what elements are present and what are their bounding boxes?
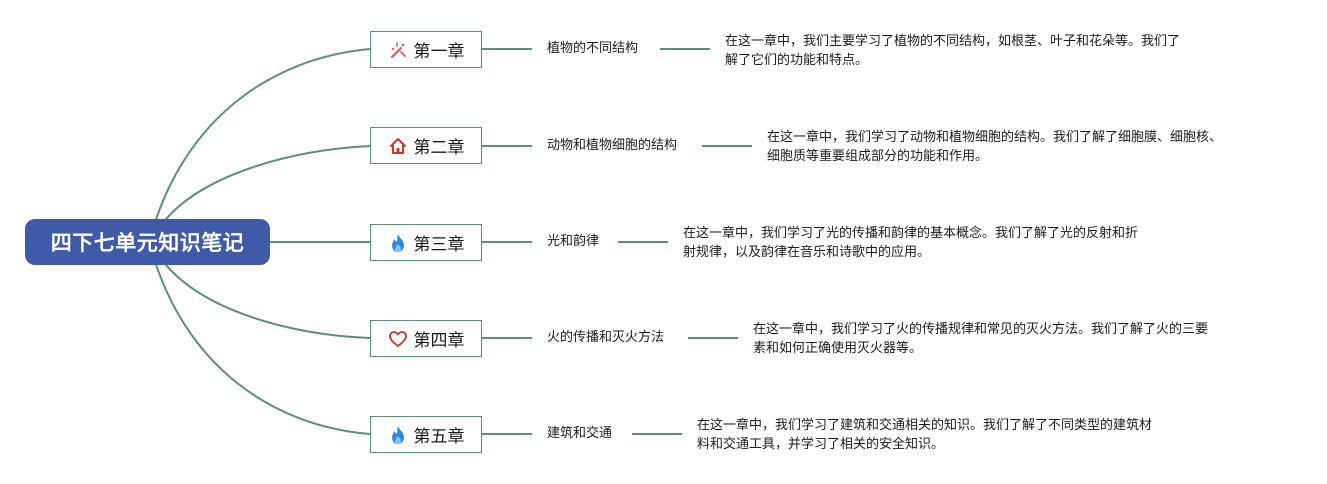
- description-2: 在这一章中，我们学习了动物和植物细胞的结构。我们了解了细胞膜、细胞核、 细胞质等…: [767, 128, 1222, 166]
- description-line: 在这一章中，我们学习了火的传播规律和常见的灭火方法。我们了解了火的三要: [753, 322, 1209, 337]
- topic-1[interactable]: 植物的不同结构: [547, 41, 639, 56]
- heart-icon: [388, 329, 408, 349]
- home-icon: [388, 136, 408, 156]
- root-title: 四下七单元知识笔记: [50, 231, 245, 255]
- description-3: 在这一章中，我们学习了光的传播和韵律的基本概念。我们了解了光的反射和折 射规律，…: [683, 224, 1138, 262]
- description-5: 在这一章中，我们学习了建筑和交通相关的知识。我们了解了不同类型的建筑材 料和交通…: [697, 416, 1152, 454]
- description-line: 在这一章中，我们学习了建筑和交通相关的知识。我们了解了不同类型的建筑材: [697, 418, 1153, 433]
- root-node[interactable]: 四下七单元知识笔记: [25, 219, 270, 265]
- description-line: 在这一章中，我们学习了光的传播和韵律的基本概念。我们了解了光的反射和折: [683, 226, 1139, 241]
- chapter-node-2[interactable]: 第二章: [370, 127, 482, 164]
- chapter-label: 第三章: [413, 235, 465, 255]
- chapter-node-5[interactable]: 第五章: [370, 416, 482, 453]
- topic-5[interactable]: 建筑和交通: [547, 426, 613, 441]
- chapter-node-4[interactable]: 第四章: [370, 320, 482, 357]
- connector-root-ch5: [151, 251, 371, 435]
- description-line: 素和如何正确使用灭火器等。: [753, 341, 923, 356]
- fire-icon: [388, 233, 408, 253]
- topic-3[interactable]: 光和韵律: [547, 234, 600, 249]
- sparkle-icon: [388, 40, 408, 60]
- chapter-label: 第二章: [413, 138, 465, 158]
- description-line: 细胞质等重要组成部分的功能和作用。: [767, 149, 989, 164]
- chapter-node-1[interactable]: 第一章: [370, 31, 482, 68]
- description-4: 在这一章中，我们学习了火的传播规律和常见的灭火方法。我们了解了火的三要 素和如何…: [753, 320, 1208, 358]
- fire-icon: [388, 425, 408, 445]
- description-line: 料和交通工具，并学习了相关的安全知识。: [697, 437, 945, 452]
- description-1: 在这一章中，我们主要学习了植物的不同结构，如根茎、叶子和花朵等。我们了 解了它们…: [725, 32, 1180, 70]
- topic-4[interactable]: 火的传播和灭火方法: [547, 330, 665, 345]
- connector-root-ch4: [161, 259, 371, 339]
- description-line: 在这一章中，我们主要学习了植物的不同结构，如根茎、叶子和花朵等。我们了: [725, 34, 1181, 49]
- topic-2[interactable]: 动物和植物细胞的结构: [547, 138, 678, 153]
- description-line: 解了它们的功能和特点。: [725, 53, 869, 68]
- chapter-node-3[interactable]: 第三章: [370, 224, 482, 261]
- chapter-label: 第四章: [413, 331, 465, 351]
- chapter-label: 第五章: [413, 427, 465, 447]
- connector-root-ch1: [151, 48, 371, 233]
- description-line: 在这一章中，我们学习了动物和植物细胞的结构。我们了解了细胞膜、细胞核、: [767, 130, 1223, 145]
- connector-root-ch2: [161, 145, 371, 225]
- chapter-label: 第一章: [413, 42, 465, 62]
- description-line: 射规律，以及韵律在音乐和诗歌中的应用。: [683, 245, 931, 260]
